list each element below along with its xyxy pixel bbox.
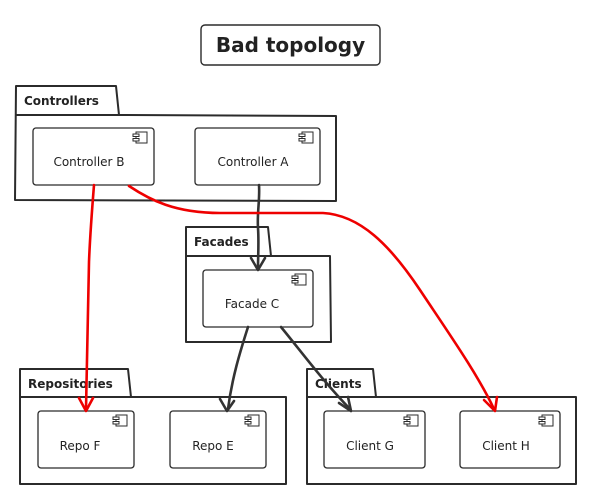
component-repo-e: Repo E	[169, 410, 267, 469]
component-client-g: Client G	[323, 410, 426, 469]
component-client-h-label: Client H	[482, 439, 530, 453]
edge-controller-a-to-facade-c	[256, 183, 261, 270]
component-client-g-label: Client G	[346, 439, 394, 453]
title-box	[200, 24, 381, 66]
component-facade-c: Facade C	[202, 269, 314, 328]
arrowhead	[218, 397, 236, 413]
component-repo-e-box	[169, 410, 267, 469]
package-clients-label: Clients	[315, 377, 362, 391]
arrowhead	[482, 395, 499, 413]
component-repo-e-label: Repo E	[192, 439, 234, 453]
package-controllers-label: Controllers	[24, 94, 99, 108]
component-facade-c-label: Facade C	[225, 297, 279, 311]
component-controller-b-label: Controller B	[53, 155, 124, 169]
edges	[77, 183, 499, 413]
component-client-h-box	[459, 410, 561, 469]
component-icon	[538, 414, 554, 427]
component-controller-a-label: Controller A	[217, 155, 289, 169]
component-icon	[291, 273, 307, 286]
package-repositories-label: Repositories	[28, 377, 113, 391]
arrowhead	[77, 396, 95, 413]
arrowhead	[249, 256, 267, 272]
component-repo-f-label: Repo F	[60, 439, 101, 453]
component-controller-a-box	[194, 127, 321, 186]
diagram-title: Bad topology	[200, 24, 381, 66]
component-controller-b: Controller B	[32, 127, 155, 186]
edge-controller-b-to-client-h	[127, 184, 496, 411]
edge-controller-b-to-repo-f	[84, 183, 96, 411]
title-text: Bad topology	[216, 33, 365, 57]
package-facades-label: Facades	[194, 235, 249, 249]
component-icon	[132, 131, 148, 144]
component-icon	[298, 131, 314, 144]
component-icon	[403, 414, 419, 427]
arrowhead	[337, 395, 353, 413]
edge-facade-c-to-repo-e	[226, 325, 250, 411]
component-client-g-box	[323, 410, 426, 469]
component-repo-f: Repo F	[37, 410, 135, 469]
component-controller-a: Controller A	[194, 127, 321, 186]
edge-facade-c-to-client-g	[279, 325, 352, 411]
component-icon	[244, 414, 260, 427]
component-icon	[112, 414, 128, 427]
component-client-h: Client H	[459, 410, 561, 469]
